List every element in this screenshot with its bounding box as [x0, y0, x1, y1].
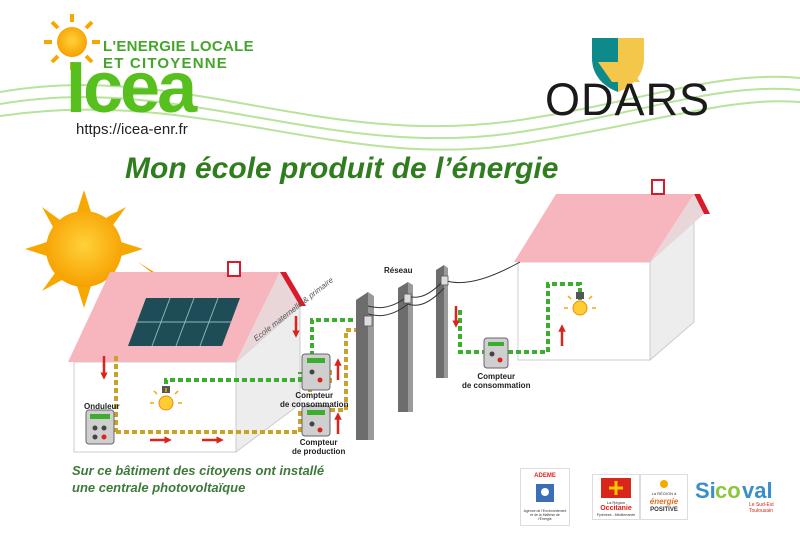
consumption-wire	[164, 282, 582, 392]
sicoval-text-val: val	[742, 478, 773, 503]
house-building	[514, 179, 710, 362]
energy-small-text: La RÉGION à	[651, 491, 677, 496]
ademe-logo: ADEME Agence de l'Environnement et de la…	[520, 468, 570, 526]
inverter-label: Onduleur	[84, 402, 120, 411]
lightbulb-icon	[150, 386, 182, 411]
production-meter-label: Compteur de production	[292, 438, 346, 456]
partner-logo-text: ODARS	[545, 74, 711, 125]
energy-sun-icon	[660, 480, 668, 488]
occitanie-name: Occitanie	[600, 505, 632, 512]
occitanie-cross-icon	[601, 478, 631, 498]
inverter-icon	[85, 409, 115, 445]
energy-word: énergie	[649, 497, 679, 506]
ademe-logo-text: ADEME	[534, 473, 556, 479]
sicoval-text-si: Si	[695, 478, 716, 503]
utility-pole-icon	[356, 261, 521, 440]
school-consumption-meter-label: Compteur de consommation	[280, 391, 349, 409]
meter-icon	[301, 353, 331, 391]
caption-line: une centrale photovoltaïque	[72, 480, 246, 495]
header-swoosh	[0, 75, 800, 151]
occitanie-subtitle: Pyrénées - Méditerranée	[596, 513, 636, 517]
meter-icon	[483, 337, 509, 369]
lightbulb-icon	[564, 292, 596, 316]
sicoval-text-co: co	[715, 478, 741, 503]
energy-positive-word: POSITIVE	[650, 507, 678, 513]
solar-panel-icon	[128, 297, 240, 347]
brand-tagline: ET CITOYENNE	[103, 55, 228, 72]
page-title: Mon école produit de l’énergie	[125, 152, 559, 185]
grid-label: Réseau	[384, 266, 413, 275]
sicoval-subtitle: Toulousain	[749, 508, 773, 514]
occitanie-small: La Région	[606, 500, 626, 505]
brand-tagline: L'ENERGIE LOCALE	[103, 38, 254, 55]
sicoval-logo: Si co val Le Sud-Est Toulousain	[695, 478, 785, 518]
meter-icon	[301, 405, 331, 437]
sun-icon	[44, 14, 100, 70]
brand-logo-text: Icea	[66, 48, 197, 128]
sicoval-subtitle: Le Sud-Est	[749, 502, 774, 508]
odars-shield-icon	[592, 38, 644, 92]
arrow-icon	[100, 306, 566, 444]
brand-url: https://icea-enr.fr	[76, 121, 188, 138]
occitanie-logo: La Région Occitanie Pyrénées - Méditerra…	[592, 474, 640, 520]
energie-positive-logo: La RÉGION à énergie POSITIVE	[640, 474, 688, 520]
ademe-emblem-icon	[536, 484, 554, 502]
caption-line: Sur ce bâtiment des citoyens ont install…	[72, 463, 325, 478]
ademe-subtitle: Agence de l'Environnement et de la Maîtr…	[523, 509, 567, 521]
house-consumption-meter-label: Compteur de consommation	[462, 372, 531, 390]
